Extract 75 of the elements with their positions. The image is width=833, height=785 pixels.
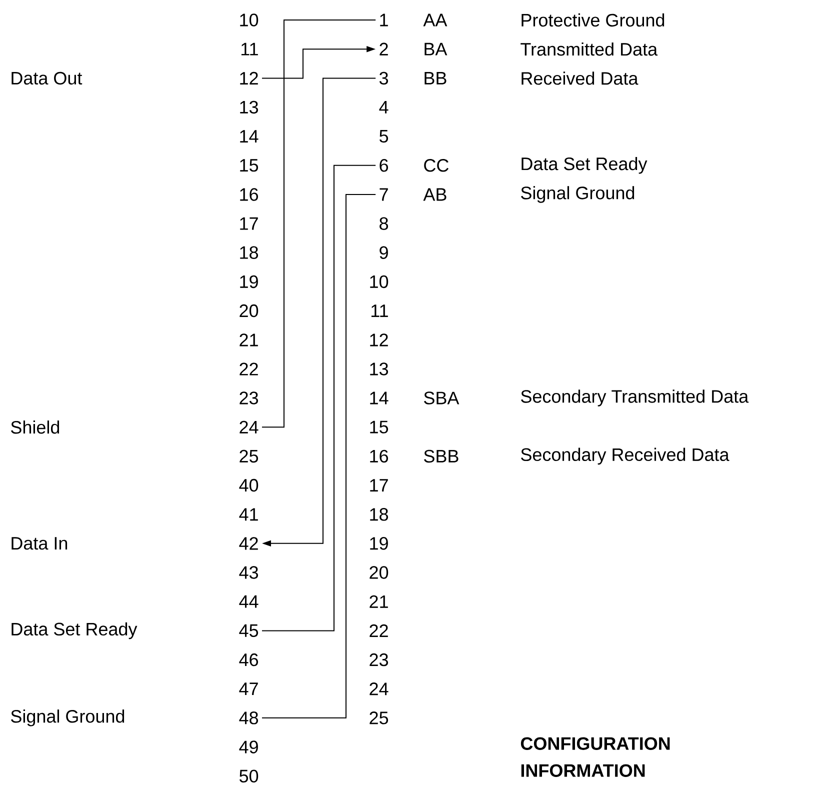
pin-number: 10 [240,14,258,26]
pin-number: 22 [370,624,388,637]
pin-number: 45 [239,624,258,637]
signal-name: Received Data [522,72,638,85]
pin-number: 17 [240,217,258,230]
pin-number: 19 [240,275,258,288]
pin-number: 9 [380,246,388,259]
pin-number: 21 [240,334,258,346]
pin-number: 47 [239,682,258,695]
pin-number: 40 [239,478,258,492]
signal-name: Transmitted Data [520,42,658,56]
pin-number: 16 [240,188,258,201]
signal-code: BB [424,72,446,84]
pin-number: 11 [241,42,258,56]
pin-number: 20 [370,566,388,579]
signal-name: Signal Ground [11,710,124,726]
pin-number: 6 [380,159,388,172]
pin-number: 48 [239,712,258,724]
pin-number: 4 [379,101,388,114]
pin-number: 19 [370,537,388,550]
signal-code: AB [423,188,446,201]
signal-name: Data Set Ready [522,157,648,174]
pin-number: 10 [370,275,388,288]
pin-number: 16 [370,450,388,463]
pin-number: 1 [380,14,388,26]
pin-number: 41 [239,508,258,521]
pin-number: 20 [240,304,258,318]
connector-line [262,164,376,632]
signal-name: Data In [12,537,68,550]
pin-number: 21 [370,595,388,608]
signal-name: Protective Ground [522,13,664,27]
signal-code: SBB [424,450,458,463]
pin-number: 43 [239,566,258,579]
pin-number: 44 [239,595,258,608]
heading: CONFIGURATION INFORMATION [520,737,670,777]
pin-number: 8 [380,217,388,230]
pin-number: 25 [370,712,388,724]
pin-number: 12 [240,72,258,84]
signal-name: Data Out [12,72,82,85]
pin-number: 49 [239,740,258,754]
pin-number: 5 [380,130,388,143]
pin-number: 24 [240,420,258,434]
pin-number: 18 [370,508,388,521]
pin-number: 14 [240,130,258,142]
connector-line [262,194,376,718]
pin-number: 50 [240,770,258,782]
pin-number: 25 [240,450,258,463]
signal-name: Signal Ground [521,186,634,203]
signal-name: Secondary Received Data [521,448,730,465]
signal-code: BA [424,42,448,56]
signal-name: Data Set Ready [12,622,138,640]
signal-code: CC [424,159,448,172]
pin-number: 23 [240,392,258,404]
pin-number: 13 [240,100,258,114]
signal-code: AA [423,14,448,26]
pin-number: 24 [370,682,388,696]
pin-number: 12 [370,334,388,346]
pin-number: 14 [370,392,388,404]
pin-number: 2 [380,42,388,56]
pin-number: 3 [379,72,388,85]
pin-number: 7 [380,188,388,201]
pin-number: 18 [240,246,258,259]
pin-number: 23 [370,653,388,666]
pin-number: 13 [370,362,388,376]
pin-number: 15 [240,159,258,172]
signal-code: SBA [424,392,460,404]
pin-number: 17 [370,479,388,492]
pin-number: 42 [239,537,258,550]
pin-number: 11 [371,304,388,317]
pin-number: 15 [370,420,388,434]
signal-name: Secondary Transmitted Data [521,390,749,406]
signal-name: Shield [11,420,60,434]
pin-number: 46 [239,653,258,666]
connector-line [262,20,376,428]
pin-number: 22 [240,362,258,376]
